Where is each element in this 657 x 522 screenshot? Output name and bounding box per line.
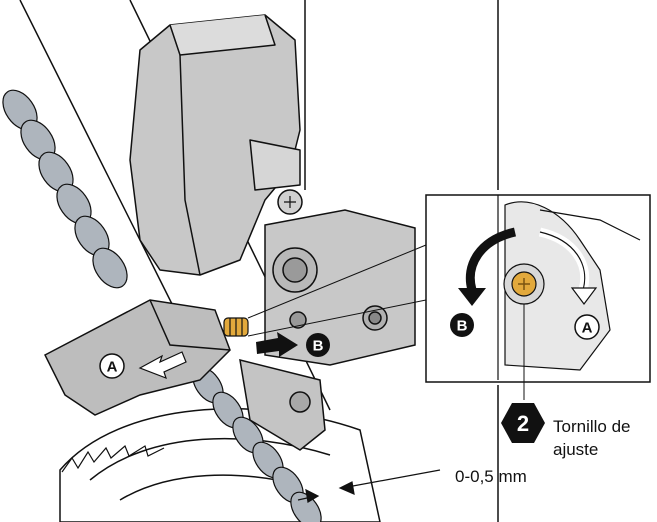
mounting-bracket: [264, 209, 416, 366]
callout-b-inset: B: [450, 313, 474, 337]
chainring: [59, 408, 381, 522]
rotation-arrow-b-icon: [458, 227, 517, 306]
rotation-arrow-a-icon: [538, 227, 598, 305]
inset-pointer: [247, 244, 427, 337]
direction-arrow-a-icon: [138, 351, 187, 380]
callout-a-inset-label: A: [582, 320, 593, 337]
adjustment-screw: [223, 317, 249, 337]
callout-b-main-label: B: [313, 338, 324, 355]
callout-a-left-label: A: [107, 359, 118, 376]
derailleur-body: [129, 14, 303, 276]
chain-left: [2, 89, 128, 289]
direction-arrow-b-icon: [256, 332, 298, 357]
step-number: 2: [517, 411, 529, 436]
step-label-line1: Tornillo de: [553, 417, 631, 436]
callout-b-main: B: [306, 333, 330, 357]
inset-detail: [425, 194, 651, 400]
callout-b-inset-label: B: [457, 318, 468, 335]
derailleur-cage: [44, 299, 326, 451]
clearance-dimension: [297, 469, 441, 503]
callout-a-left: A: [99, 353, 125, 379]
step-badge: 2: [501, 403, 545, 443]
step-label-line2: ajuste: [553, 440, 598, 459]
clearance-label: 0-0,5 mm: [455, 467, 527, 486]
callout-a-inset: A: [574, 314, 600, 340]
